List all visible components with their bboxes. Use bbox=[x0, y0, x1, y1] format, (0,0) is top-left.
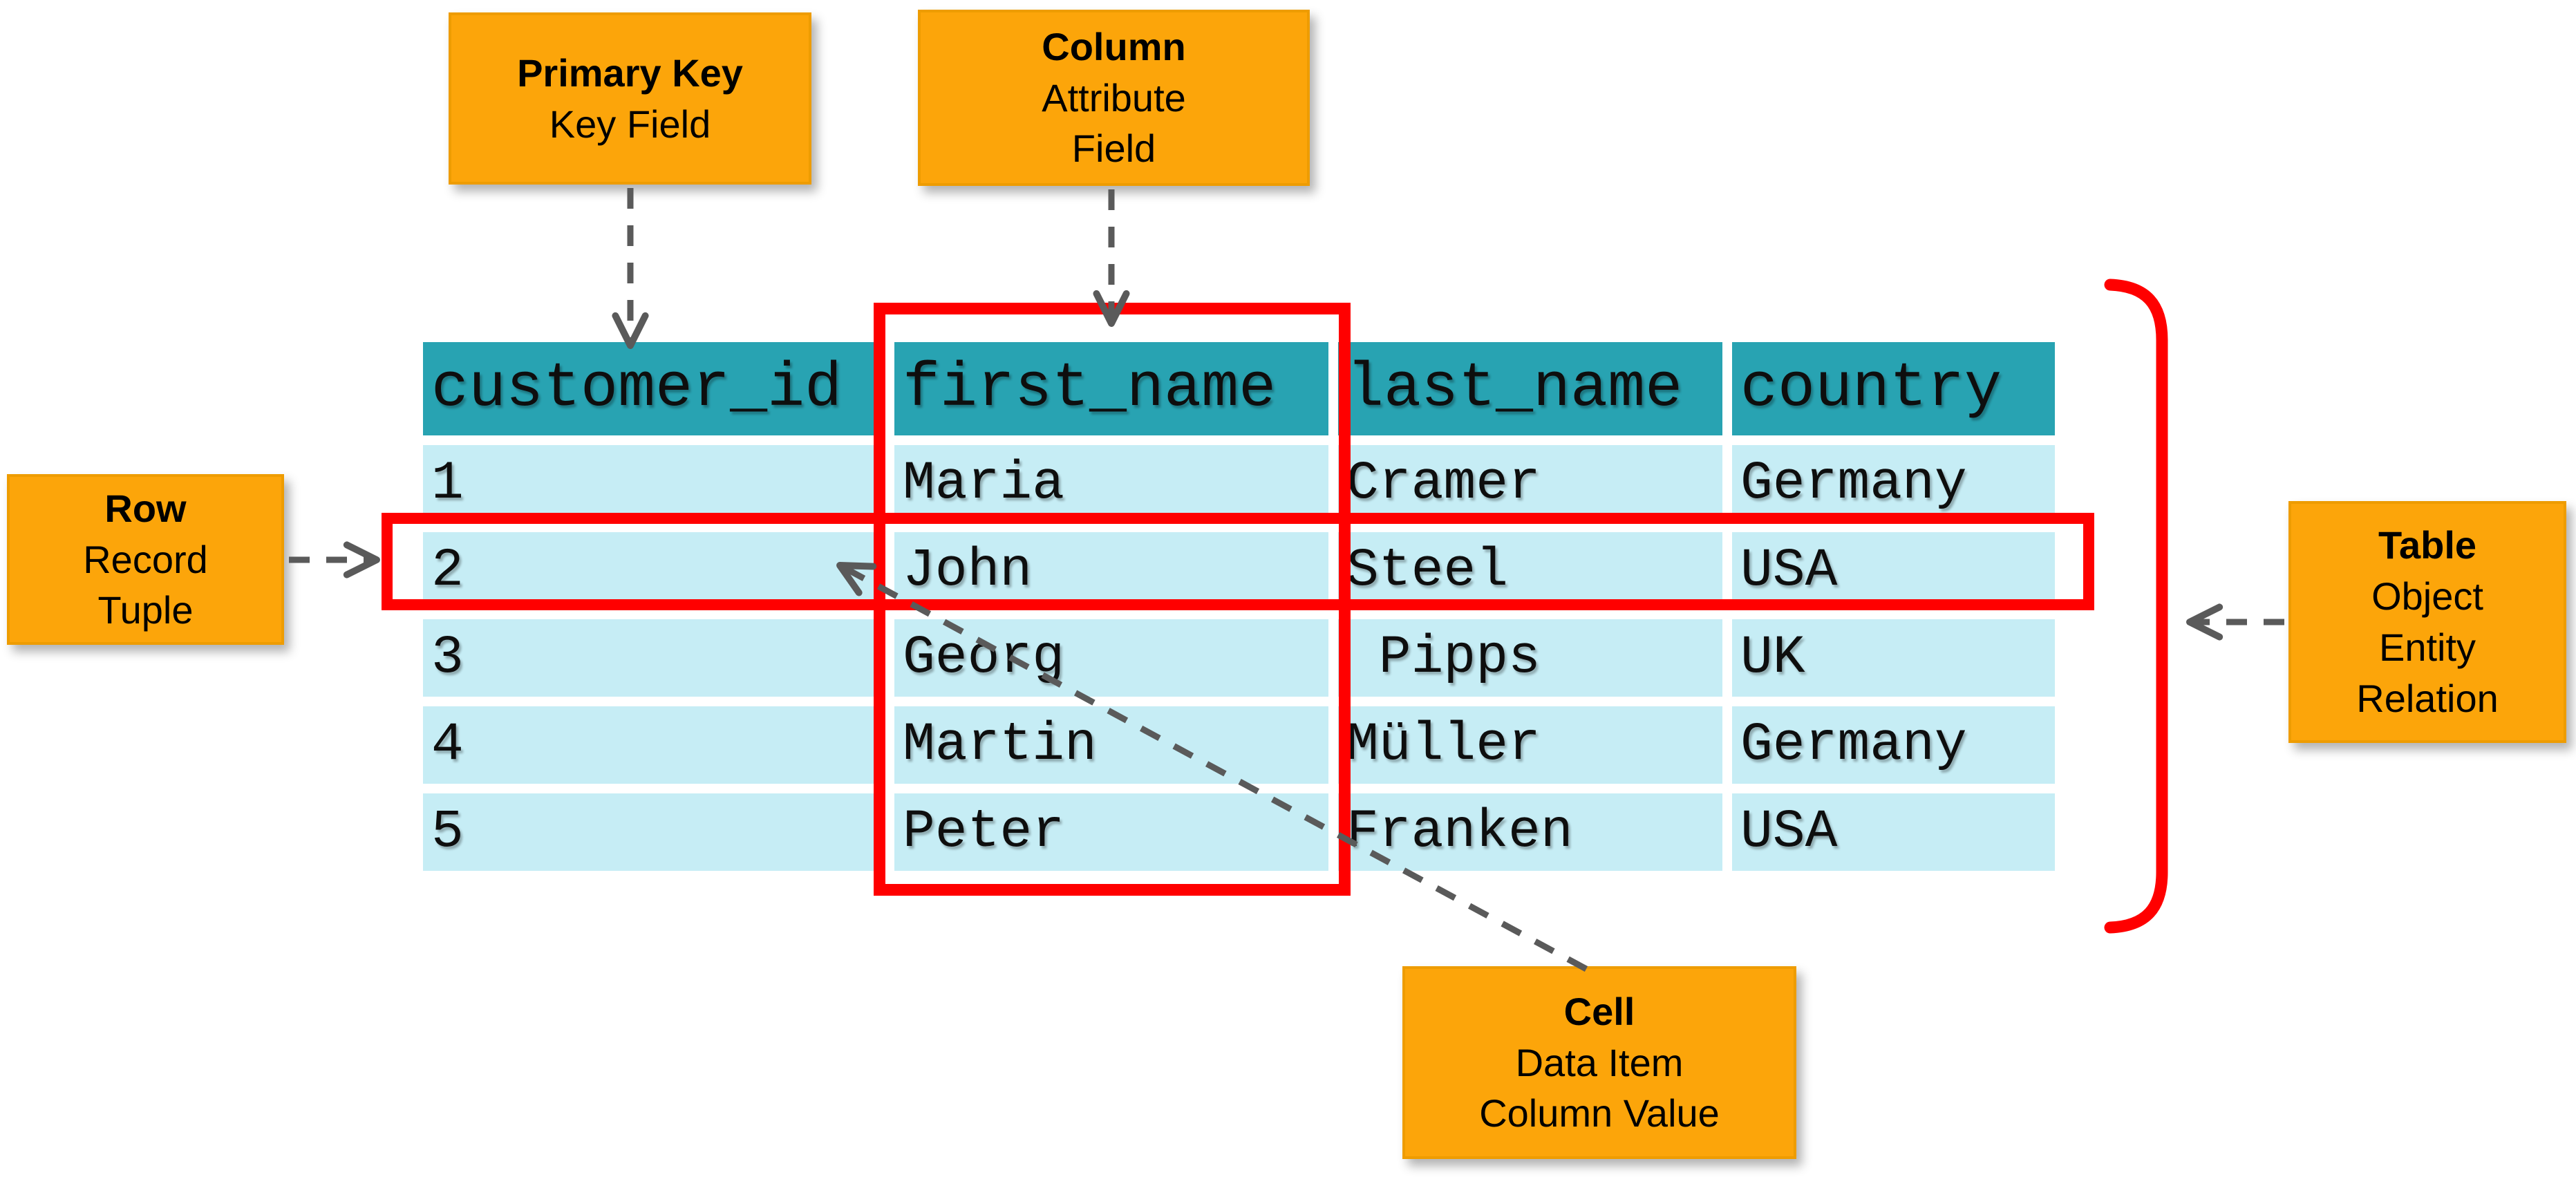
table-cell: Steel bbox=[1338, 532, 1722, 610]
callout-column-title: Column bbox=[1042, 24, 1186, 68]
callout-row-title: Row bbox=[104, 486, 187, 530]
table-cell: Germany bbox=[1732, 706, 2055, 784]
callout-primary-key: Primary Key Key Field bbox=[449, 12, 811, 185]
callout-line: Column Value bbox=[1479, 1091, 1720, 1136]
table-cell: 4 bbox=[423, 706, 885, 784]
table-cell: USA bbox=[1732, 793, 2055, 871]
table-cell: Pipps bbox=[1338, 619, 1722, 697]
table-cell: John bbox=[894, 532, 1328, 610]
callout-line: Record bbox=[83, 537, 208, 581]
table-cell: 2 bbox=[423, 532, 885, 610]
header-cell: last_name bbox=[1338, 342, 1722, 435]
callout-line: Relation bbox=[2356, 676, 2499, 720]
callout-primary-key-lines: Key Field bbox=[549, 99, 711, 150]
table-cell: Maria bbox=[894, 445, 1328, 522]
table-cell: Müller bbox=[1338, 706, 1722, 784]
table-cell: Martin bbox=[894, 706, 1328, 784]
table-bracket bbox=[2104, 279, 2168, 934]
table-cell: Germany bbox=[1732, 445, 2055, 522]
callout-line: Entity bbox=[2378, 625, 2476, 669]
callout-cell-title: Cell bbox=[1563, 989, 1635, 1033]
header-cell: first_name bbox=[894, 342, 1328, 435]
table-cell: Franken bbox=[1338, 793, 1722, 871]
header-cell: country bbox=[1732, 342, 2055, 435]
callout-line: Object bbox=[2371, 574, 2483, 619]
table-cell: Peter bbox=[894, 793, 1328, 871]
header-cell: customer_id bbox=[423, 342, 885, 435]
table-cell: 1 bbox=[423, 445, 885, 522]
callout-line: Attribute bbox=[1042, 75, 1186, 120]
callout-line: Tuple bbox=[97, 588, 194, 632]
table-cell: USA bbox=[1732, 532, 2055, 610]
table-cell: Cramer bbox=[1338, 445, 1722, 522]
callout-line: Data Item bbox=[1515, 1040, 1684, 1084]
table-cell: UK bbox=[1732, 619, 2055, 697]
callout-table-title: Table bbox=[2378, 523, 2477, 567]
table-cell: Georg bbox=[894, 619, 1328, 697]
callout-line: Field bbox=[1071, 126, 1156, 171]
callout-line: Key Field bbox=[549, 102, 711, 146]
callout-primary-key-title: Primary Key bbox=[517, 50, 743, 95]
table-cell: 5 bbox=[423, 793, 885, 871]
table-cell: 3 bbox=[423, 619, 885, 697]
